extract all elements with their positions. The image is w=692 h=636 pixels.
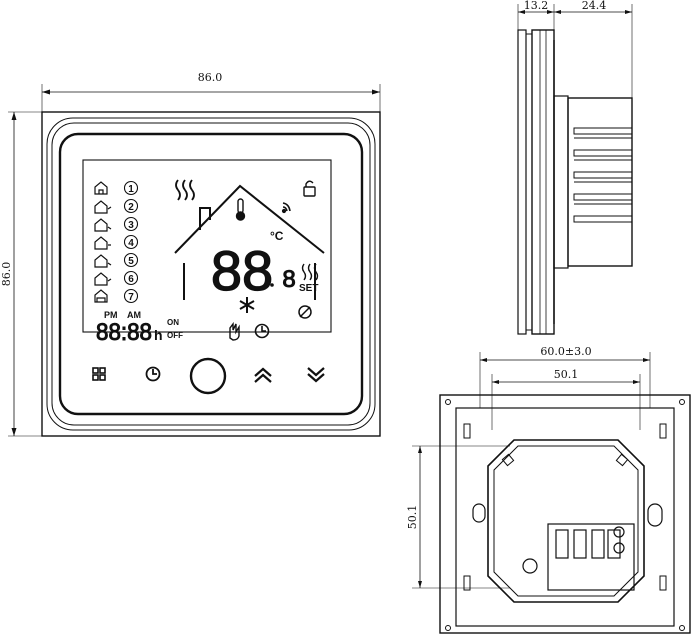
snap-clips	[501, 453, 629, 467]
back-vertical-dimension: 50.1	[406, 505, 419, 530]
lock-icon	[303, 180, 316, 197]
hour-suffix: h	[154, 327, 163, 343]
screw-slot	[647, 503, 663, 527]
temperature-digits: 88	[211, 239, 273, 302]
set-label: SET	[299, 283, 318, 294]
house-icon	[94, 181, 108, 195]
mounting-tabs	[463, 423, 667, 591]
house-icon	[94, 254, 112, 268]
side-depth-back-dimension: 24.4	[582, 0, 607, 12]
manual-hand-icon	[229, 321, 240, 341]
program-number: 3	[128, 220, 134, 231]
wifi-icon	[281, 202, 291, 214]
program-number: 4	[128, 238, 134, 249]
off-label: OFF	[167, 331, 183, 340]
rear-hole	[522, 558, 538, 574]
decimal-point	[270, 283, 274, 287]
side-depth-front-dimension: 13.2	[524, 0, 549, 12]
power-button[interactable]	[189, 357, 227, 395]
front-view: 86.0 86.0	[0, 71, 381, 437]
rear-cooling-fins	[573, 127, 633, 223]
house-icon	[94, 289, 108, 303]
house-icon	[94, 236, 111, 250]
terminal-block	[547, 523, 635, 591]
program-number: 2	[128, 202, 134, 213]
floor-heating-icon	[301, 263, 319, 281]
clock-button[interactable]	[145, 366, 161, 382]
celsius-unit: °C	[270, 229, 284, 243]
menu-button[interactable]	[92, 367, 106, 381]
screw-slot	[472, 503, 486, 523]
program-number: 6	[128, 274, 134, 285]
pm-label: PM	[104, 310, 118, 320]
house-outline	[174, 184, 325, 300]
thermometer-icon	[235, 198, 246, 221]
down-button[interactable]	[307, 367, 325, 383]
up-button[interactable]	[254, 367, 272, 383]
side-view: 13.2 24.4	[517, 0, 633, 335]
clock-digits: 88:88	[96, 319, 152, 346]
on-label: ON	[167, 318, 179, 327]
back-view: 60.0±3.0 50.1 50.1	[406, 345, 691, 634]
frame-outer	[41, 111, 381, 437]
house-icon	[94, 218, 112, 232]
program-icons	[94, 181, 112, 303]
eco-leaf-icon	[298, 305, 312, 319]
heating-waves-icon	[175, 179, 195, 201]
am-label: AM	[127, 310, 141, 320]
lcd-display	[82, 159, 332, 333]
front-width-dimension: 86.0	[198, 71, 223, 84]
front-height-dimension: 86.0	[0, 262, 13, 287]
program-number: 1	[128, 184, 134, 195]
house-icon	[94, 200, 112, 214]
front-panel	[58, 132, 364, 416]
program-number: 5	[128, 256, 134, 267]
house-icon	[94, 272, 112, 286]
schedule-clock-icon	[254, 323, 270, 339]
back-outer-dimension: 60.0±3.0	[540, 345, 591, 358]
snowflake-icon	[239, 297, 255, 313]
program-numbers: 1 2 3 4 5 6 7	[123, 180, 139, 304]
back-inner-dimension: 50.1	[554, 368, 579, 381]
temperature-decimal: 8	[282, 266, 295, 293]
program-number: 7	[128, 292, 134, 303]
